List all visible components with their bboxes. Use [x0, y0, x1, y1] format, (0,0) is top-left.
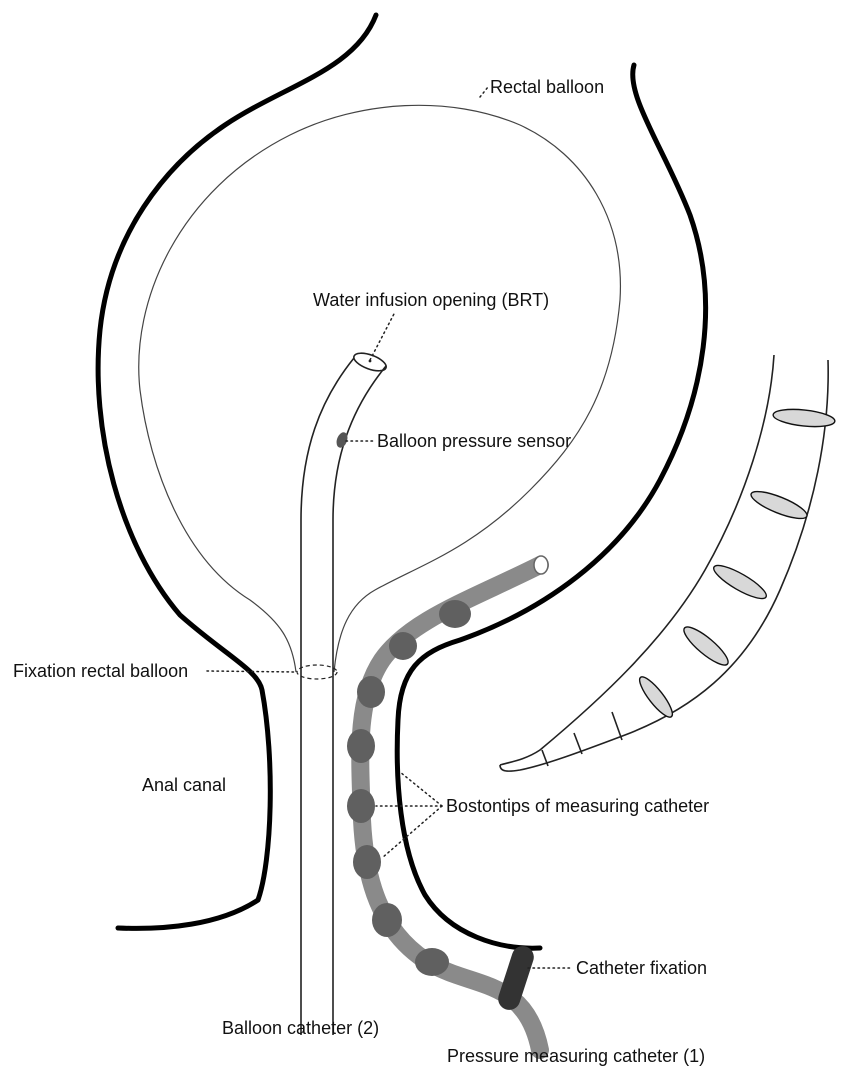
- bostontip: [439, 600, 471, 628]
- bostontip: [389, 632, 417, 660]
- bostontip: [415, 948, 449, 976]
- leader-rectal-balloon: [480, 87, 488, 97]
- label-catheter-fixation: Catheter fixation: [576, 958, 707, 978]
- label-balloon-pressure-sensor: Balloon pressure sensor: [377, 431, 571, 451]
- catheter-illustration: [500, 355, 836, 771]
- bostontip: [372, 903, 402, 937]
- leader-bostontip-1: [400, 772, 442, 806]
- catheter-fixation-block: [495, 943, 536, 1013]
- catheter-segment-line: [574, 733, 582, 754]
- catheter-ring: [635, 673, 677, 721]
- leader-fixation-rectal-balloon: [207, 671, 296, 672]
- label-pressure-measuring-catheter: Pressure measuring catheter (1): [447, 1046, 705, 1066]
- catheter-segment-line: [612, 712, 622, 740]
- rectal-balloon-outline: [139, 105, 621, 672]
- catheter-ring: [748, 486, 810, 523]
- label-rectal-balloon: Rectal balloon: [490, 77, 604, 97]
- catheter-ring: [679, 622, 732, 670]
- label-anal-canal: Anal canal: [142, 775, 226, 795]
- left-rectal-wall: [98, 15, 376, 928]
- catheter-ring: [710, 560, 770, 604]
- label-fixation-rectal-balloon: Fixation rectal balloon: [13, 661, 188, 681]
- leader-water-infusion: [370, 312, 395, 360]
- bostontip: [357, 676, 385, 708]
- bostontip: [347, 789, 375, 823]
- measuring-catheter-tip: [534, 556, 548, 574]
- label-bostontips: Bostontips of measuring catheter: [446, 796, 709, 816]
- label-balloon-catheter: Balloon catheter (2): [222, 1018, 379, 1038]
- label-water-infusion-opening: Water infusion opening (BRT): [313, 290, 549, 310]
- balloon-catheter-left-edge: [301, 358, 354, 1035]
- fixation-rectal-balloon-ring: [297, 665, 337, 679]
- bostontip: [347, 729, 375, 763]
- leader-bostontip-3: [382, 806, 442, 858]
- bostontip: [353, 845, 381, 879]
